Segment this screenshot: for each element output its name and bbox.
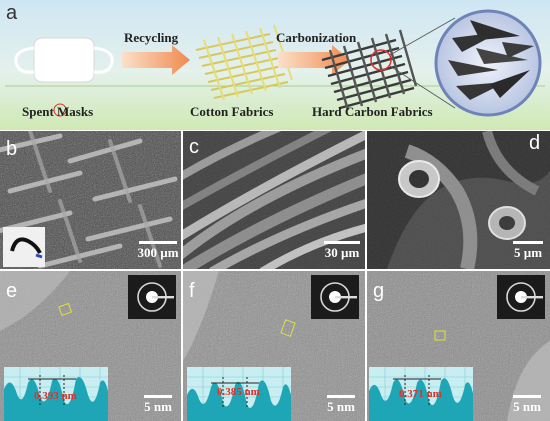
recycling-label: Recycling (124, 30, 179, 45)
panel-f-d-spacing: 0.385 nm (217, 386, 260, 398)
panel-g-tem-image: g 0.371 nm 5 nm (367, 271, 550, 421)
panel-b-label: b (6, 138, 18, 160)
panel-e-scale-label: 5 nm (144, 399, 172, 414)
panel-g-line-profile (369, 367, 473, 421)
carbonization-label: Carbonization (276, 30, 357, 45)
panel-e-d-spacing: 0.393 nm (34, 390, 77, 402)
cotton-fabrics-caption: Cotton Fabrics (190, 104, 274, 119)
panel-e-label: e (6, 280, 18, 302)
panel-f-line-profile (187, 367, 291, 421)
panel-g-d-spacing: 0.371 nm (399, 388, 442, 400)
panel-b-sem-image: b 300 µm (0, 131, 181, 269)
panel-a-background (0, 0, 550, 130)
panel-f-tem-image: f 0.385 nm 5 nm (183, 271, 365, 421)
woven-fabric-micrograph (0, 131, 181, 269)
panel-c-scale-label: 30 µm (324, 245, 360, 260)
panel-a-schematic: a Recycling Carbonization Spent Masks Co… (0, 0, 550, 130)
panel-e-scale-bar: 5 nm (140, 395, 176, 415)
panel-d-scale-label: 5 µm (513, 245, 543, 260)
mask-illustration (14, 37, 114, 83)
fiber-bundle-micrograph (183, 131, 365, 269)
panel-g-scale-label: 5 nm (513, 399, 541, 414)
panel-c-label: c (189, 136, 199, 158)
recycling-arrow (122, 45, 190, 75)
panel-c-scale-bar: 30 µm (320, 241, 364, 261)
panel-b-scale-label: 300 µm (137, 245, 179, 260)
panel-f-scale-bar: 5 nm (323, 395, 359, 415)
hard-carbon-zoom-circle (434, 9, 542, 117)
panel-d-scale-bar: 5 µm (509, 241, 547, 261)
spent-masks-caption: Spent Masks (22, 104, 94, 119)
fiber-tip-micrograph (367, 131, 550, 269)
hard-carbon-fabrics-caption: Hard Carbon Fabrics (312, 104, 433, 119)
zoom-marker (370, 49, 392, 71)
panel-d-sem-image: d 5 µm (367, 131, 550, 269)
panel-b-scale-bar: 300 µm (136, 241, 180, 261)
panel-g-label: g (373, 280, 385, 302)
panel-c-sem-image: c 30 µm (183, 131, 365, 269)
panel-g-scale-bar: 5 nm (509, 395, 545, 415)
panel-f-scale-label: 5 nm (327, 399, 355, 414)
panel-a-label: a (6, 2, 18, 24)
panel-d-label: d (529, 132, 541, 154)
panel-f-label: f (189, 280, 195, 302)
panel-e-line-profile (4, 367, 108, 421)
panel-e-tem-image: e 0.393 nm 5 nm (0, 271, 181, 421)
